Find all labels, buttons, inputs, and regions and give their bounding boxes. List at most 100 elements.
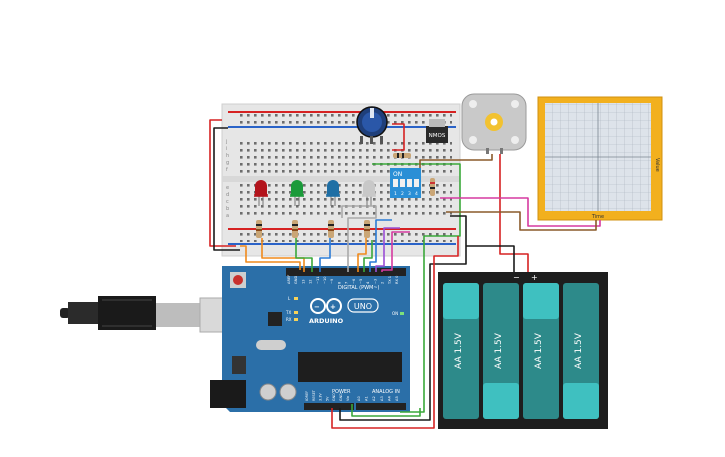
white-led[interactable] [362, 180, 376, 206]
pin-label: ~11 [316, 276, 320, 284]
pin-label: GND [339, 393, 343, 401]
pin-label: A0 [357, 396, 361, 401]
row-label: f [226, 167, 228, 173]
row-label: i [226, 146, 227, 152]
on-label: ON [392, 311, 398, 316]
blue-led[interactable] [326, 180, 340, 206]
resistor[interactable] [364, 220, 370, 238]
wire [209, 119, 236, 247]
battery-cell-label: AA 1.5V [534, 332, 544, 369]
wire [261, 238, 305, 272]
breadboard-row-labels: j i h g f e d c b a [225, 139, 229, 219]
battery-cell: AA 1.5V [443, 283, 479, 419]
arduino-model: UNO [354, 302, 372, 311]
arduino-minus: − [314, 303, 320, 311]
wire [295, 238, 313, 272]
wire [351, 404, 421, 417]
pin-label: A1 [365, 396, 369, 401]
wire [381, 231, 410, 272]
pin-label: AREF [287, 275, 291, 284]
nmos-label: NMOS [429, 133, 446, 139]
pin-label: A5 [395, 396, 399, 401]
pin-label: 12 [309, 279, 313, 284]
scope-time-label: Time [591, 214, 604, 220]
battery-cell-label: AA 1.5V [574, 332, 584, 369]
row-label: j [225, 139, 227, 145]
pin-label: 3.3V [319, 393, 323, 401]
dip-switch[interactable]: ON 1 2 3 4 [390, 168, 421, 198]
pin-label: RX 0 [395, 275, 399, 284]
wire [392, 123, 405, 151]
row-label: h [226, 153, 229, 159]
dip-pin-label: 1 [394, 191, 397, 197]
pin-label: TX 1 [388, 276, 392, 285]
dip-on-label: ON [393, 171, 402, 178]
power-header-label: POWER [332, 389, 351, 395]
wire [240, 245, 301, 270]
pin-label: A3 [380, 396, 384, 401]
pin-label: 4 [366, 281, 370, 284]
pin-label: GND [294, 276, 298, 284]
battery-cell-label: AA 1.5V [454, 332, 464, 369]
dip-pin-label: 3 [408, 191, 411, 197]
arduino-uno[interactable]: − + ARDUINO UNO DIGITAL (PWM~) POWER ANA… [210, 266, 410, 412]
wire [419, 154, 493, 168]
battery-cell: AA 1.5V [563, 283, 599, 419]
row-label: c [226, 199, 229, 205]
pin-label: ~6 [352, 278, 356, 284]
wire [363, 240, 373, 272]
resistor[interactable] [328, 220, 334, 238]
dc-motor[interactable] [461, 93, 527, 154]
green-led[interactable] [290, 180, 304, 206]
red-led[interactable] [254, 180, 268, 206]
dip-pin-label: 2 [401, 191, 404, 197]
battery-cell: AA 1.5V [523, 283, 559, 419]
resistor[interactable] [393, 153, 411, 158]
led-label: TX [285, 310, 291, 315]
pin-label: ~9 [330, 278, 334, 284]
resistor[interactable] [256, 220, 262, 238]
pin-label: RESET [312, 389, 316, 401]
wire [341, 205, 377, 272]
digital-header-label: DIGITAL (PWM~) [338, 285, 380, 291]
wire [331, 236, 459, 429]
wire [440, 197, 601, 227]
potentiometer[interactable] [356, 106, 388, 144]
row-label: a [226, 213, 229, 219]
pin-label: 2 [381, 282, 385, 284]
wires [209, 119, 601, 429]
pin-label: 8 [337, 281, 341, 284]
pin-label: ~5 [359, 279, 363, 284]
resistor[interactable] [292, 220, 298, 238]
nmos-transistor[interactable]: NMOS [426, 119, 448, 143]
pin-label: 7 [345, 282, 349, 284]
battery-cell: AA 1.5V [483, 283, 519, 419]
battery-cells: AA 1.5V AA 1.5V AA 1.5V AA 1.5V [443, 283, 599, 419]
battery-cell-label: AA 1.5V [494, 332, 504, 369]
wire [446, 211, 597, 231]
battery-plus: + [531, 273, 538, 282]
dip-pin-label: 4 [415, 191, 418, 197]
led-group [254, 180, 376, 206]
pin-label: ~3 [373, 279, 377, 284]
wire [369, 219, 392, 272]
wire [375, 227, 400, 272]
led-label: RX [286, 317, 292, 322]
pin-label: GND [332, 393, 336, 401]
row-label: b [226, 206, 229, 212]
resistor[interactable] [430, 178, 435, 196]
pin-label: 5V [325, 396, 329, 401]
pin-label: IOREF [305, 391, 309, 401]
wire [466, 245, 515, 272]
row-label: d [226, 192, 229, 198]
pin-label: A2 [372, 396, 376, 401]
wire [357, 238, 367, 272]
row-label: g [226, 160, 229, 166]
usb-cable [60, 296, 249, 333]
arduino-brand: ARDUINO [309, 317, 344, 325]
oscilloscope[interactable]: Value Time [537, 96, 663, 221]
led-label: L [288, 296, 291, 301]
